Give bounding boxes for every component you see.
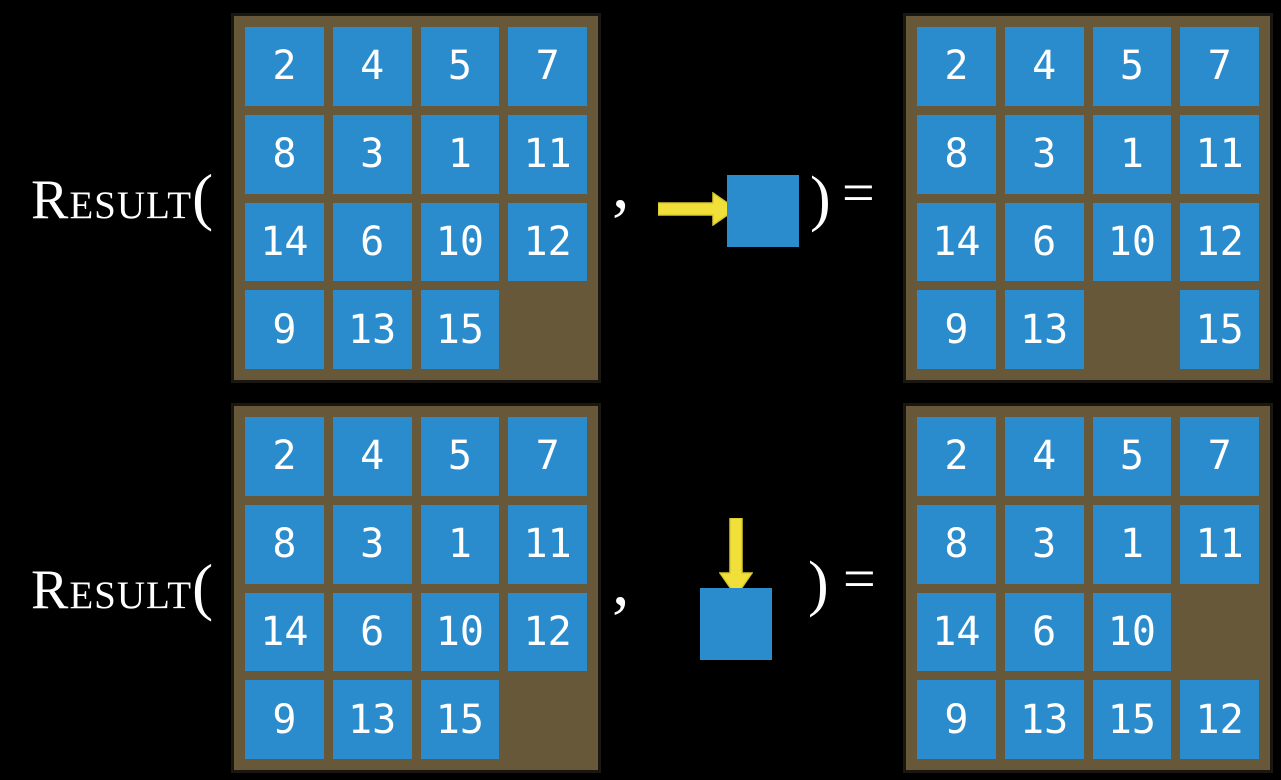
puzzle-tile: 4 — [332, 417, 412, 496]
result-function-name: Result — [31, 559, 193, 621]
puzzle-tile: 13 — [1004, 290, 1084, 369]
puzzle-tile: 3 — [332, 504, 412, 584]
puzzle-tile: 15 — [1180, 290, 1259, 369]
puzzle-tile: 2 — [917, 27, 996, 106]
result-function-name: Result — [31, 169, 193, 231]
puzzle-tile: 8 — [245, 504, 324, 584]
puzzle-tile: 8 — [917, 504, 996, 584]
puzzle-tile — [1180, 593, 1259, 672]
puzzle-tile: 9 — [245, 680, 324, 759]
moving-tile-swatch — [700, 588, 772, 660]
puzzle-tile: 1 — [420, 504, 500, 584]
input-board-example-2: 2 4 5 7 8 3 1 11 14 6 10 12 9 13 15 — [231, 403, 601, 773]
equals-sign: = — [843, 546, 876, 611]
moving-tile-swatch — [727, 175, 799, 247]
puzzle-tile: 15 — [420, 680, 500, 759]
puzzle-tile: 11 — [1180, 504, 1259, 584]
open-paren: ( — [192, 552, 214, 622]
puzzle-tile: 6 — [1004, 592, 1084, 672]
puzzle-tile: 14 — [245, 202, 324, 282]
equals-sign: = — [842, 160, 875, 225]
puzzle-tile: 1 — [1092, 504, 1172, 584]
puzzle-tile: 5 — [1092, 27, 1172, 106]
arrow-right-icon — [658, 192, 738, 226]
output-board-example-2: 2 4 5 7 8 3 1 11 14 6 10 9 13 15 12 — [903, 403, 1273, 773]
comma-separator: , — [612, 146, 630, 223]
puzzle-tile: 2 — [245, 27, 324, 106]
close-paren: ) — [810, 165, 831, 233]
puzzle-tile: 9 — [245, 290, 324, 369]
puzzle-tile: 8 — [917, 114, 996, 194]
puzzle-tile: 13 — [332, 680, 412, 759]
arrow-down-icon — [719, 518, 753, 598]
puzzle-tile: 4 — [1004, 27, 1084, 106]
puzzle-tile: 3 — [1004, 114, 1084, 194]
puzzle-tile: 3 — [1004, 504, 1084, 584]
puzzle-tile: 6 — [332, 592, 412, 672]
result-function-label: Result( — [31, 556, 213, 619]
puzzle-tile: 3 — [332, 114, 412, 194]
puzzle-tile: 8 — [245, 114, 324, 194]
puzzle-tile: 15 — [1092, 680, 1172, 759]
puzzle-tile: 2 — [245, 417, 324, 496]
puzzle-tile: 6 — [332, 202, 412, 282]
puzzle-tile: 13 — [332, 290, 412, 369]
close-paren: ) — [808, 550, 829, 618]
puzzle-tile: 10 — [420, 592, 500, 672]
puzzle-tile: 2 — [917, 417, 996, 496]
puzzle-tile — [508, 680, 587, 759]
puzzle-tile: 5 — [420, 417, 500, 496]
puzzle-tile: 14 — [917, 592, 996, 672]
input-board-example-1: 2 4 5 7 8 3 1 11 14 6 10 12 9 13 15 — [231, 13, 601, 383]
puzzle-tile: 9 — [917, 680, 996, 759]
puzzle-tile: 10 — [420, 202, 500, 282]
puzzle-tile: 7 — [508, 27, 587, 106]
open-paren: ( — [192, 162, 214, 232]
puzzle-tile: 15 — [420, 290, 500, 369]
puzzle-tile: 12 — [1180, 202, 1259, 282]
puzzle-tile: 12 — [1180, 680, 1259, 759]
puzzle-tile: 11 — [508, 114, 587, 194]
puzzle-tile: 1 — [420, 114, 500, 194]
puzzle-tile: 9 — [917, 290, 996, 369]
puzzle-tile — [1093, 290, 1172, 369]
puzzle-tile: 11 — [1180, 114, 1259, 194]
puzzle-tile: 10 — [1092, 202, 1172, 282]
puzzle-tile: 6 — [1004, 202, 1084, 282]
puzzle-tile — [508, 290, 587, 369]
puzzle-tile: 4 — [1004, 417, 1084, 496]
puzzle-tile: 7 — [1180, 27, 1259, 106]
comma-separator: , — [612, 543, 630, 620]
puzzle-tile: 5 — [1092, 417, 1172, 496]
puzzle-tile: 12 — [508, 592, 587, 672]
puzzle-tile: 12 — [508, 202, 587, 282]
puzzle-tile: 11 — [508, 504, 587, 584]
puzzle-tile: 1 — [1092, 114, 1172, 194]
puzzle-tile: 14 — [917, 202, 996, 282]
puzzle-tile: 7 — [508, 417, 587, 496]
output-board-example-1: 2 4 5 7 8 3 1 11 14 6 10 12 9 13 15 — [903, 13, 1273, 383]
puzzle-tile: 7 — [1180, 417, 1259, 496]
puzzle-tile: 13 — [1004, 680, 1084, 759]
puzzle-tile: 10 — [1092, 592, 1172, 672]
puzzle-tile: 5 — [420, 27, 500, 106]
result-function-label: Result( — [31, 166, 213, 229]
puzzle-tile: 14 — [245, 592, 324, 672]
puzzle-tile: 4 — [332, 27, 412, 106]
